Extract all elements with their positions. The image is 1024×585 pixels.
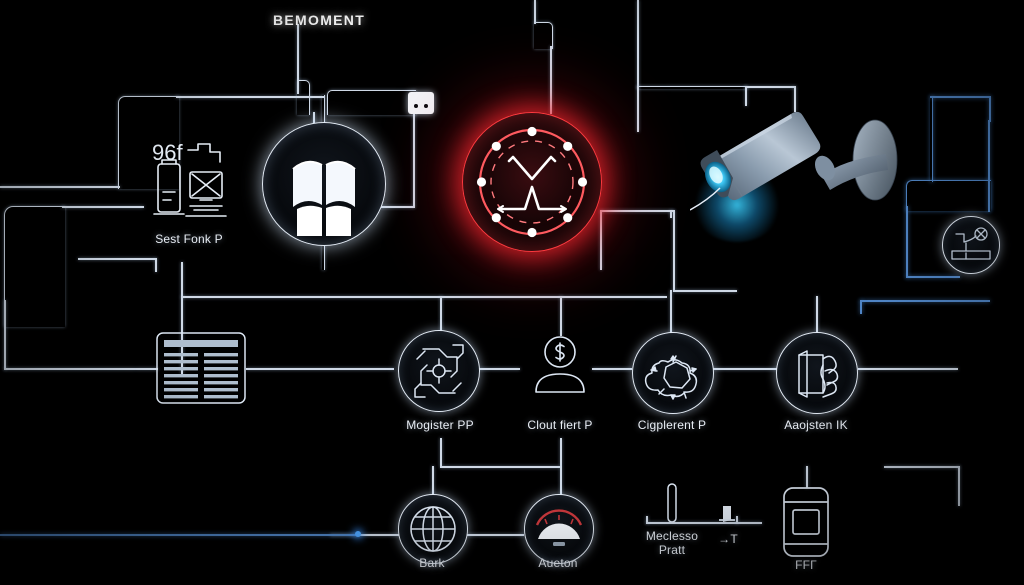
cloud-cluster-icon[interactable] (632, 332, 714, 414)
node-label-row1-1: Clout fiert P (527, 418, 593, 432)
trace-row1-a (478, 368, 520, 370)
trace-blue-right-top (930, 96, 990, 98)
node-dot-blue (355, 531, 361, 537)
trace-left-3 (62, 206, 144, 208)
trace-headline-elbow (297, 80, 310, 115)
trace-row3-stem (806, 466, 808, 488)
hand-door-icon[interactable] (776, 332, 858, 414)
node-label-row1-0: Mogіster PP (406, 418, 474, 432)
node-label-row3-0: Meclesso Pratt (645, 529, 699, 557)
measure-bar-icon[interactable] (660, 482, 684, 528)
trace-pad-drop (413, 112, 415, 208)
trace-left-6 (78, 258, 156, 260)
trace-row3-cap-l (646, 516, 648, 524)
node-label-server: Sest Fonk P (155, 232, 223, 246)
trace-left-1 (0, 186, 120, 188)
trace-left-5 (4, 368, 136, 370)
trace-blue-low-v (860, 300, 862, 314)
trace-left-4 (4, 300, 6, 370)
trace-mid-bus (181, 296, 667, 298)
cctv-camera-icon[interactable] (689, 88, 930, 228)
trace-blue-right-drop (989, 96, 991, 122)
svg-text:96f: 96f (152, 140, 183, 165)
trace-blue-tap-h (906, 276, 960, 278)
trace-left-7 (155, 258, 157, 272)
trace-blue-right-v (930, 96, 933, 182)
trace-row1-b (592, 368, 632, 370)
connector-pad-icon (408, 92, 434, 114)
trace-alarm-elbow (534, 22, 553, 49)
node-label-row2-1: Aueton (538, 556, 578, 570)
trace-cam-stem (637, 0, 639, 88)
arrow-to-t-icon (716, 502, 738, 524)
trace-row1-stem-2 (560, 296, 562, 336)
trace-doc-in (136, 368, 158, 370)
page-title: BEMOMENT (273, 12, 366, 28)
user-dollar-icon[interactable] (528, 334, 592, 402)
node-label-row1-2: Cigplerent P (637, 418, 707, 432)
trace-row1-stem-1 (440, 296, 442, 332)
trace-alarm-stem-a (534, 0, 536, 24)
trace-pad-elbow (327, 90, 416, 115)
node-label-row3-2: FFГ (795, 558, 817, 572)
faucet-valve-icon[interactable] (942, 216, 1000, 274)
trace-doc-out (246, 368, 394, 370)
trace-cam-left-h (600, 210, 674, 212)
trace-cam-drop-l (637, 86, 639, 132)
trace-blue-low-h (860, 300, 990, 302)
trace-row2-mid (466, 534, 524, 536)
document-columns-icon[interactable] (156, 332, 246, 404)
alert-pulse-ring-icon[interactable] (462, 112, 602, 252)
network-share-icon[interactable] (398, 330, 480, 412)
globe-icon[interactable] (398, 494, 468, 564)
tablet-device-icon[interactable] (778, 486, 834, 560)
trace-row1-stem-4 (816, 296, 818, 332)
server-monitor-icon: 96f (150, 138, 228, 230)
trace-cam-down-h (673, 290, 737, 292)
gauge-meter-icon[interactable] (524, 494, 594, 564)
trace-row1-bridge (440, 466, 560, 468)
node-label-row3-1: →T (718, 532, 738, 546)
trace-blue-bottom (0, 534, 360, 536)
trace-row3-right-v (958, 466, 960, 506)
trace-row1-c (712, 368, 784, 370)
trace-row1-drop-2 (560, 438, 562, 466)
trace-alarm-stem-b (550, 46, 552, 114)
trace-row1-d (858, 368, 958, 370)
trace-row1-drop-1 (440, 438, 442, 466)
node-label-row2-0: Bark (419, 556, 445, 570)
trace-blue-right-v2 (988, 120, 990, 212)
trace-row3-right (884, 466, 960, 468)
trace-cam-down (673, 210, 675, 290)
trace-corner-left-low (4, 206, 65, 327)
open-book-icon[interactable] (262, 122, 386, 246)
node-label-row1-3: Aaojsten IK (784, 418, 848, 432)
